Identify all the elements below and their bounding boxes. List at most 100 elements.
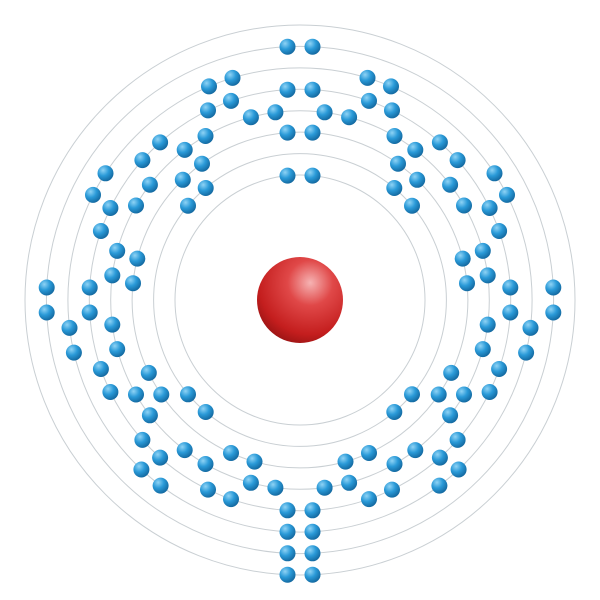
electron-shell-2-5 bbox=[197, 404, 214, 420]
electron-shell-6-16 bbox=[97, 165, 114, 182]
electron-shell-5-23 bbox=[102, 384, 119, 400]
electron-shell-4-17 bbox=[267, 479, 284, 496]
electron-shell-4-5 bbox=[442, 176, 459, 193]
electron-shell-4-9 bbox=[479, 316, 496, 333]
electron-shell-5-32 bbox=[223, 92, 239, 109]
electron-shell-4-13 bbox=[407, 442, 424, 459]
electron-shell-5-29 bbox=[134, 152, 151, 169]
electron-shell-8-2 bbox=[279, 566, 296, 583]
electron-shell-2-8 bbox=[197, 180, 214, 196]
electron-shell-2-1 bbox=[386, 180, 403, 196]
electron-shell-5-20 bbox=[200, 481, 216, 498]
electron-shell-4-25 bbox=[104, 267, 121, 284]
electron-shell-5-31 bbox=[200, 102, 216, 119]
orbit-rings bbox=[24, 24, 576, 576]
electron-shell-2-6 bbox=[180, 386, 196, 403]
electron-shell-7-8 bbox=[38, 279, 55, 296]
orbit-shell-3 bbox=[131, 131, 469, 469]
electron-shell-5-8 bbox=[491, 223, 508, 239]
electron-shell-5-25 bbox=[81, 304, 98, 321]
electron-shell-3-9 bbox=[361, 445, 377, 461]
electron-shell-6-15 bbox=[85, 186, 101, 203]
electron-shell-3-12 bbox=[223, 445, 239, 461]
electron-shell-4-24 bbox=[104, 316, 121, 333]
electron-shell-3-3 bbox=[390, 155, 406, 172]
electron-shell-2-7 bbox=[180, 197, 196, 214]
electron-shell-5-2 bbox=[304, 81, 321, 98]
electron-shell-6-1 bbox=[359, 69, 376, 86]
electron-shell-6-14 bbox=[61, 319, 78, 336]
electron-shell-4-8 bbox=[479, 267, 496, 284]
electron-shell-3-11 bbox=[246, 453, 263, 470]
orbit-shell-2 bbox=[153, 153, 447, 447]
electron-shell-6-9 bbox=[304, 523, 321, 540]
electron-shell-6-17 bbox=[201, 78, 217, 95]
electron-shell-7-6 bbox=[279, 545, 296, 562]
electron-shell-3-15 bbox=[125, 275, 141, 292]
electron-shell-3-14 bbox=[140, 364, 157, 381]
electron-shell-4-31 bbox=[242, 109, 259, 126]
electron-shell-4-7 bbox=[474, 242, 491, 259]
electron-shell-3-7 bbox=[443, 364, 460, 381]
electron-shell-4-26 bbox=[109, 242, 126, 259]
electron-shell-4-4 bbox=[407, 141, 424, 158]
electron-shell-5-21 bbox=[152, 449, 169, 466]
electron-shell-5-3 bbox=[361, 92, 377, 109]
electron-shell-4-6 bbox=[456, 197, 472, 214]
electron-shell-3-4 bbox=[409, 171, 426, 188]
electron-shell-4-12 bbox=[442, 407, 459, 424]
electron-shell-4-21 bbox=[141, 407, 158, 424]
electron-shell-2-2 bbox=[404, 197, 420, 214]
electron-shell-6-7 bbox=[450, 461, 467, 478]
electron-shell-6-6 bbox=[518, 344, 535, 361]
electron-shell-1-2 bbox=[304, 167, 321, 184]
orbit-shell-4 bbox=[110, 110, 490, 490]
electron-shell-4-28 bbox=[141, 176, 158, 193]
electron-shell-3-18 bbox=[194, 155, 210, 172]
electron-shell-6-2 bbox=[383, 78, 399, 95]
electron-shell-3-16 bbox=[129, 250, 146, 267]
electron-shell-4-2 bbox=[341, 109, 358, 126]
electron-shell-5-18 bbox=[279, 502, 296, 519]
electron-shell-4-29 bbox=[176, 141, 193, 158]
electron-shell-5-15 bbox=[384, 481, 400, 498]
electron-shell-7-1 bbox=[279, 38, 296, 55]
electron-shell-6-18 bbox=[224, 69, 241, 86]
electron-shell-3-8 bbox=[430, 386, 447, 403]
electron-shell-4-32 bbox=[267, 104, 284, 121]
electron-shell-6-11 bbox=[152, 477, 169, 494]
electron-shell-3-10 bbox=[337, 453, 354, 470]
electron-shell-5-12 bbox=[481, 384, 498, 400]
electron-shell-3-5 bbox=[454, 250, 471, 267]
electron-shell-5-27 bbox=[92, 223, 109, 239]
electron-shell-6-3 bbox=[486, 165, 503, 182]
electron-shell-4-11 bbox=[456, 386, 472, 403]
electron-shell-6-12 bbox=[133, 461, 150, 478]
electron-shell-5-30 bbox=[152, 134, 169, 151]
electron-shell-4-14 bbox=[386, 456, 403, 472]
electron-shell-4-16 bbox=[316, 479, 333, 496]
electron-shell-6-10 bbox=[279, 523, 296, 540]
orbit-shell-7 bbox=[45, 45, 555, 555]
electron-shell-5-28 bbox=[102, 200, 119, 216]
electron-shell-1-1 bbox=[279, 167, 296, 184]
electron-shell-4-22 bbox=[128, 386, 144, 403]
electron-shell-4-10 bbox=[474, 341, 491, 358]
electron-shell-3-13 bbox=[153, 386, 170, 403]
electron-shell-7-4 bbox=[545, 304, 562, 321]
electron-shell-5-6 bbox=[449, 152, 466, 169]
electron-shell-4-30 bbox=[197, 128, 214, 144]
electron-shell-5-7 bbox=[481, 200, 498, 216]
electron-shell-7-2 bbox=[304, 38, 321, 55]
electron-shell-5-4 bbox=[384, 102, 400, 119]
electron-shell-6-8 bbox=[431, 477, 448, 494]
electron-shell-4-19 bbox=[197, 456, 214, 472]
electron-shell-7-3 bbox=[545, 279, 562, 296]
nucleus bbox=[257, 257, 343, 343]
electron-shell-7-7 bbox=[38, 304, 55, 321]
electron-shell-2-4 bbox=[386, 404, 403, 420]
electron-shell-5-16 bbox=[361, 491, 377, 508]
electron-shell-4-15 bbox=[341, 474, 358, 491]
electron-shell-8-1 bbox=[304, 566, 321, 583]
electron-shell-6-13 bbox=[65, 344, 82, 361]
